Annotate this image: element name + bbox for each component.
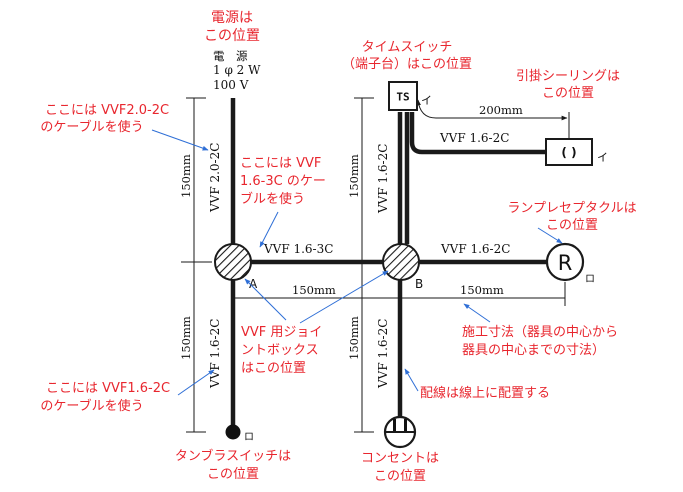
dim-note-line-2: 器具の中心までの寸法） [462, 343, 605, 358]
cable-top-note-line-2: のケーブルを使う [40, 119, 143, 135]
dim-label-ab: 150mm [292, 283, 336, 297]
dim-label-a-top: 150mm [179, 154, 193, 198]
point-b-label: B [415, 277, 423, 291]
joint-box-b [382, 243, 420, 281]
dim-note-line-1: 施工寸法（器具の中心から [462, 325, 618, 340]
cable-bottom-note-line-1: ここには VVF1.6-2C [46, 381, 170, 396]
ceiling-wire-mark: イ [597, 151, 608, 164]
cable-label-b-bottom: VVF 1.6-2C [376, 319, 390, 389]
power-spec-line-1: 電 源 [213, 49, 248, 63]
switch-note-line-1: タンブラスイッチは [175, 448, 291, 464]
dim-label-b-bottom: 150mm [347, 316, 361, 360]
lamp-note-line-2: この位置 [546, 218, 598, 233]
cable-3c-note-line-1: ここには VVF [240, 156, 321, 171]
time-switch: TS [388, 81, 418, 111]
joint-note-line-3: はこの位置 [241, 361, 306, 376]
switch-note-line-2: この位置 [207, 467, 259, 482]
power-note-line-2: この位置 [204, 28, 260, 44]
dim-label-b-lamp: 150mm [460, 283, 504, 297]
dim-label-b-top: 150mm [347, 154, 361, 198]
switch-wire-mark: ロ [244, 432, 254, 443]
cable-label-ts-ceiling: VVF 1.6-2C [439, 131, 509, 145]
lamp-symbol-text: R [558, 251, 573, 275]
lamp-receptacle: R [545, 242, 585, 282]
outlet-note-line-1: コンセントは [361, 451, 439, 466]
ceiling-note-line-1: 引掛シーリングは [516, 69, 620, 84]
ceiling-symbol-text: ( ) [561, 146, 576, 160]
ts-symbol-text: TS [396, 91, 409, 104]
wire-note: 配線は線上に配置する [420, 385, 550, 401]
power-note-line-1: 電源は [211, 10, 253, 26]
dim-label-a-bottom: 150mm [179, 316, 193, 360]
ceiling-note-line-2: この位置 [542, 86, 594, 101]
cable-label-b-right: VVF 1.6-2C [440, 242, 510, 256]
tumbler-switch [225, 424, 241, 440]
cable-label-a-top: VVF 2.0-2C [208, 143, 222, 213]
cable-3c-note-line-2: 1.6-3C のケー [240, 174, 326, 189]
ts-note-line-1: タイムスイッチ [362, 40, 453, 55]
power-spec-line-3: 100 V [213, 78, 249, 92]
lamp-wire-mark: ロ [585, 274, 595, 285]
joint-note-line-1: VVF 用ジョイ [241, 325, 322, 340]
cable-label-b-top: VVF 1.6-2C [376, 144, 390, 214]
power-spec-line-2: 1 φ 2 W [213, 63, 261, 77]
cable-label-ab: VVF 1.6-3C [263, 242, 333, 256]
cable-3c-note-line-3: ブルを使う [240, 191, 305, 207]
cable-bottom-note-line-2: のケーブルを使う [40, 398, 143, 414]
cable-label-a-bottom: VVF 1.6-2C [208, 319, 222, 389]
point-a-label: A [249, 277, 258, 291]
joint-box-a [214, 243, 252, 281]
outlet [383, 415, 417, 449]
outlet-note-line-2: この位置 [374, 469, 426, 484]
ts-wire-mark: イ [421, 94, 432, 107]
dimension-lines [181, 97, 570, 433]
lamp-note-line-1: ランプレセプタクルは [507, 201, 636, 216]
ts-note-line-2: （端子台）はこの位置 [342, 57, 472, 72]
joint-note-line-2: ントボックス [241, 343, 319, 358]
ceiling-rosette: ( ) [545, 138, 593, 166]
wire-ts-to-ceiling [409, 112, 546, 155]
dim-label-ts-ceiling: 200mm [479, 103, 523, 117]
cable-top-note-line-1: ここには VVF2.0-2C [45, 103, 169, 118]
leader-lines [151, 129, 563, 396]
